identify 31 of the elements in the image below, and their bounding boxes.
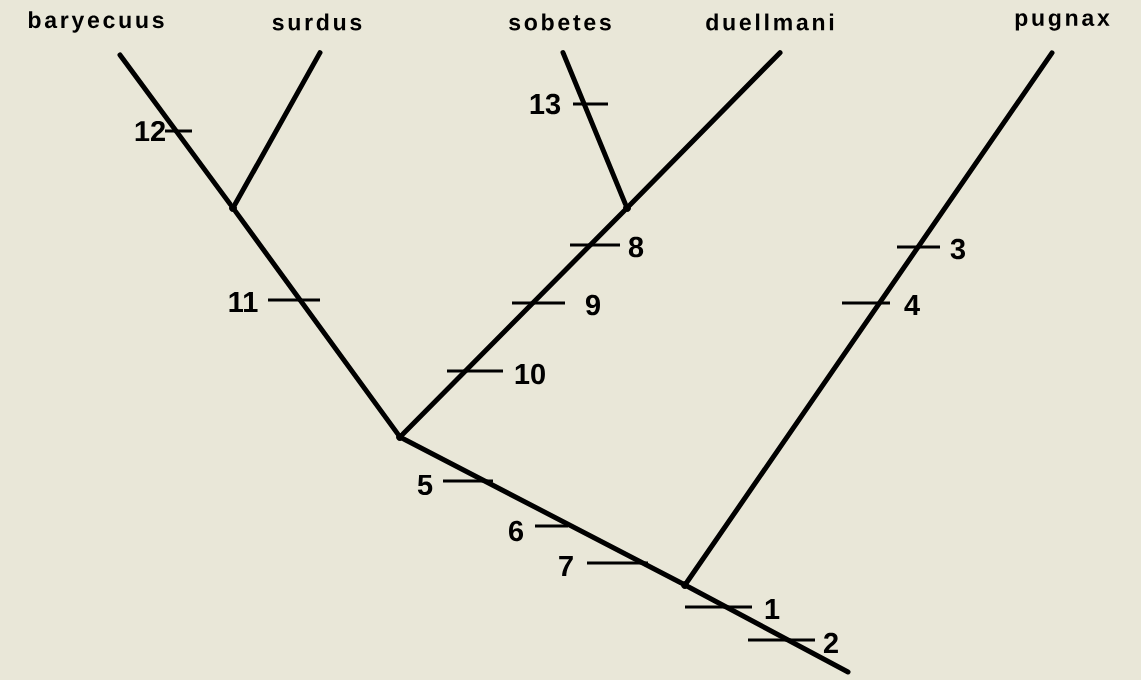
character-number: 13 xyxy=(530,93,561,115)
branch-line xyxy=(684,50,1055,585)
branch-line xyxy=(233,208,401,437)
branch-line xyxy=(686,584,851,675)
character-number: 8 xyxy=(628,236,644,258)
taxon-label: sobetes xyxy=(509,13,611,31)
character-number: 5 xyxy=(417,474,433,496)
character-number: 2 xyxy=(823,632,838,654)
character-number: 9 xyxy=(585,294,600,316)
branch-point xyxy=(229,204,237,212)
taxon-label: pugnax xyxy=(1015,13,1110,31)
branch-point xyxy=(396,433,404,441)
branch-line xyxy=(117,52,233,208)
branch-line xyxy=(401,436,684,586)
taxon-label: surdus xyxy=(272,13,362,31)
character-number: 10 xyxy=(515,363,545,385)
character-number: 7 xyxy=(559,556,573,576)
character-number: 12 xyxy=(135,120,165,142)
branch-line xyxy=(400,208,627,437)
branch-line xyxy=(560,50,628,207)
branch-point xyxy=(623,204,631,212)
branch-line xyxy=(627,50,783,208)
character-number: 1 xyxy=(765,599,780,619)
branch-line xyxy=(232,50,323,207)
branch-point xyxy=(681,581,689,589)
character-number: 11 xyxy=(229,292,258,312)
taxon-label: duellmani xyxy=(706,13,834,31)
taxon-label: baryecuus xyxy=(28,11,164,33)
character-number: 3 xyxy=(950,238,965,260)
character-number: 4 xyxy=(904,295,920,315)
character-number: 6 xyxy=(509,520,524,542)
